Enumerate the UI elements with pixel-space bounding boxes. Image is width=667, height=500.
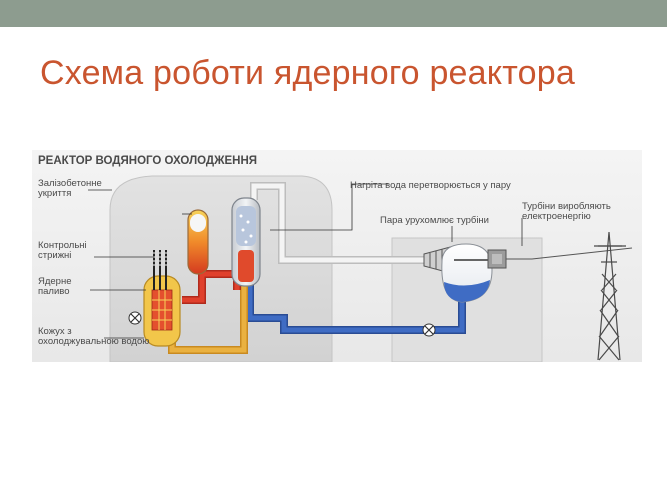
label-concrete-shell-1: Залізобетонне <box>38 178 102 189</box>
label-coolant-jacket-1: Кожух з <box>38 326 72 337</box>
concrete-shell <box>109 175 333 362</box>
reactor-diagram-svg: РЕАКТОР ВОДЯНОГО ОХОЛОДЖЕННЯ <box>32 150 642 362</box>
label-control-rods-2: стрижні <box>38 250 71 261</box>
condenser-water <box>444 280 490 302</box>
steam-bubbles <box>239 214 253 244</box>
generator-core <box>492 254 502 264</box>
leader-lines <box>88 183 523 339</box>
pressurizer-steam-space <box>190 214 206 232</box>
condenser-pump-blades <box>424 325 434 335</box>
cold-water-pipe <box>247 268 465 333</box>
transmission-tower-icon <box>594 231 626 361</box>
label-generator-1: Турбіни виробляють <box>522 201 611 212</box>
steam-pipe <box>251 183 437 263</box>
steam-generator-steam <box>236 206 256 246</box>
label-control-rods-1: Контрольні <box>38 240 87 251</box>
diagram-heading: РЕАКТОР ВОДЯНОГО ОХОЛОДЖЕННЯ <box>38 155 257 167</box>
slide-header-bar <box>0 0 667 27</box>
label-nuclear-fuel-1: Ядерне <box>38 276 72 287</box>
label-coolant-jacket-2: охолоджувальною водою <box>38 336 149 347</box>
label-generator-2: електроенергію <box>522 211 591 222</box>
label-turbine: Пара урухомлює турбіни <box>380 215 489 226</box>
reactor-pump-blades <box>130 313 140 323</box>
reactor-diagram: РЕАКТОР ВОДЯНОГО ОХОЛОДЖЕННЯ <box>32 150 642 362</box>
label-concrete-shell-2: укриття <box>38 188 71 199</box>
fuel-grid <box>152 290 172 330</box>
slide-title: Схема роботи ядерного реактора <box>40 54 575 92</box>
label-steam-generator: Нагріта вода перетворюється у пару <box>350 180 511 191</box>
power-line <box>506 247 633 260</box>
label-nuclear-fuel-2: паливо <box>38 286 70 297</box>
steam-generator-tubes <box>238 250 254 282</box>
